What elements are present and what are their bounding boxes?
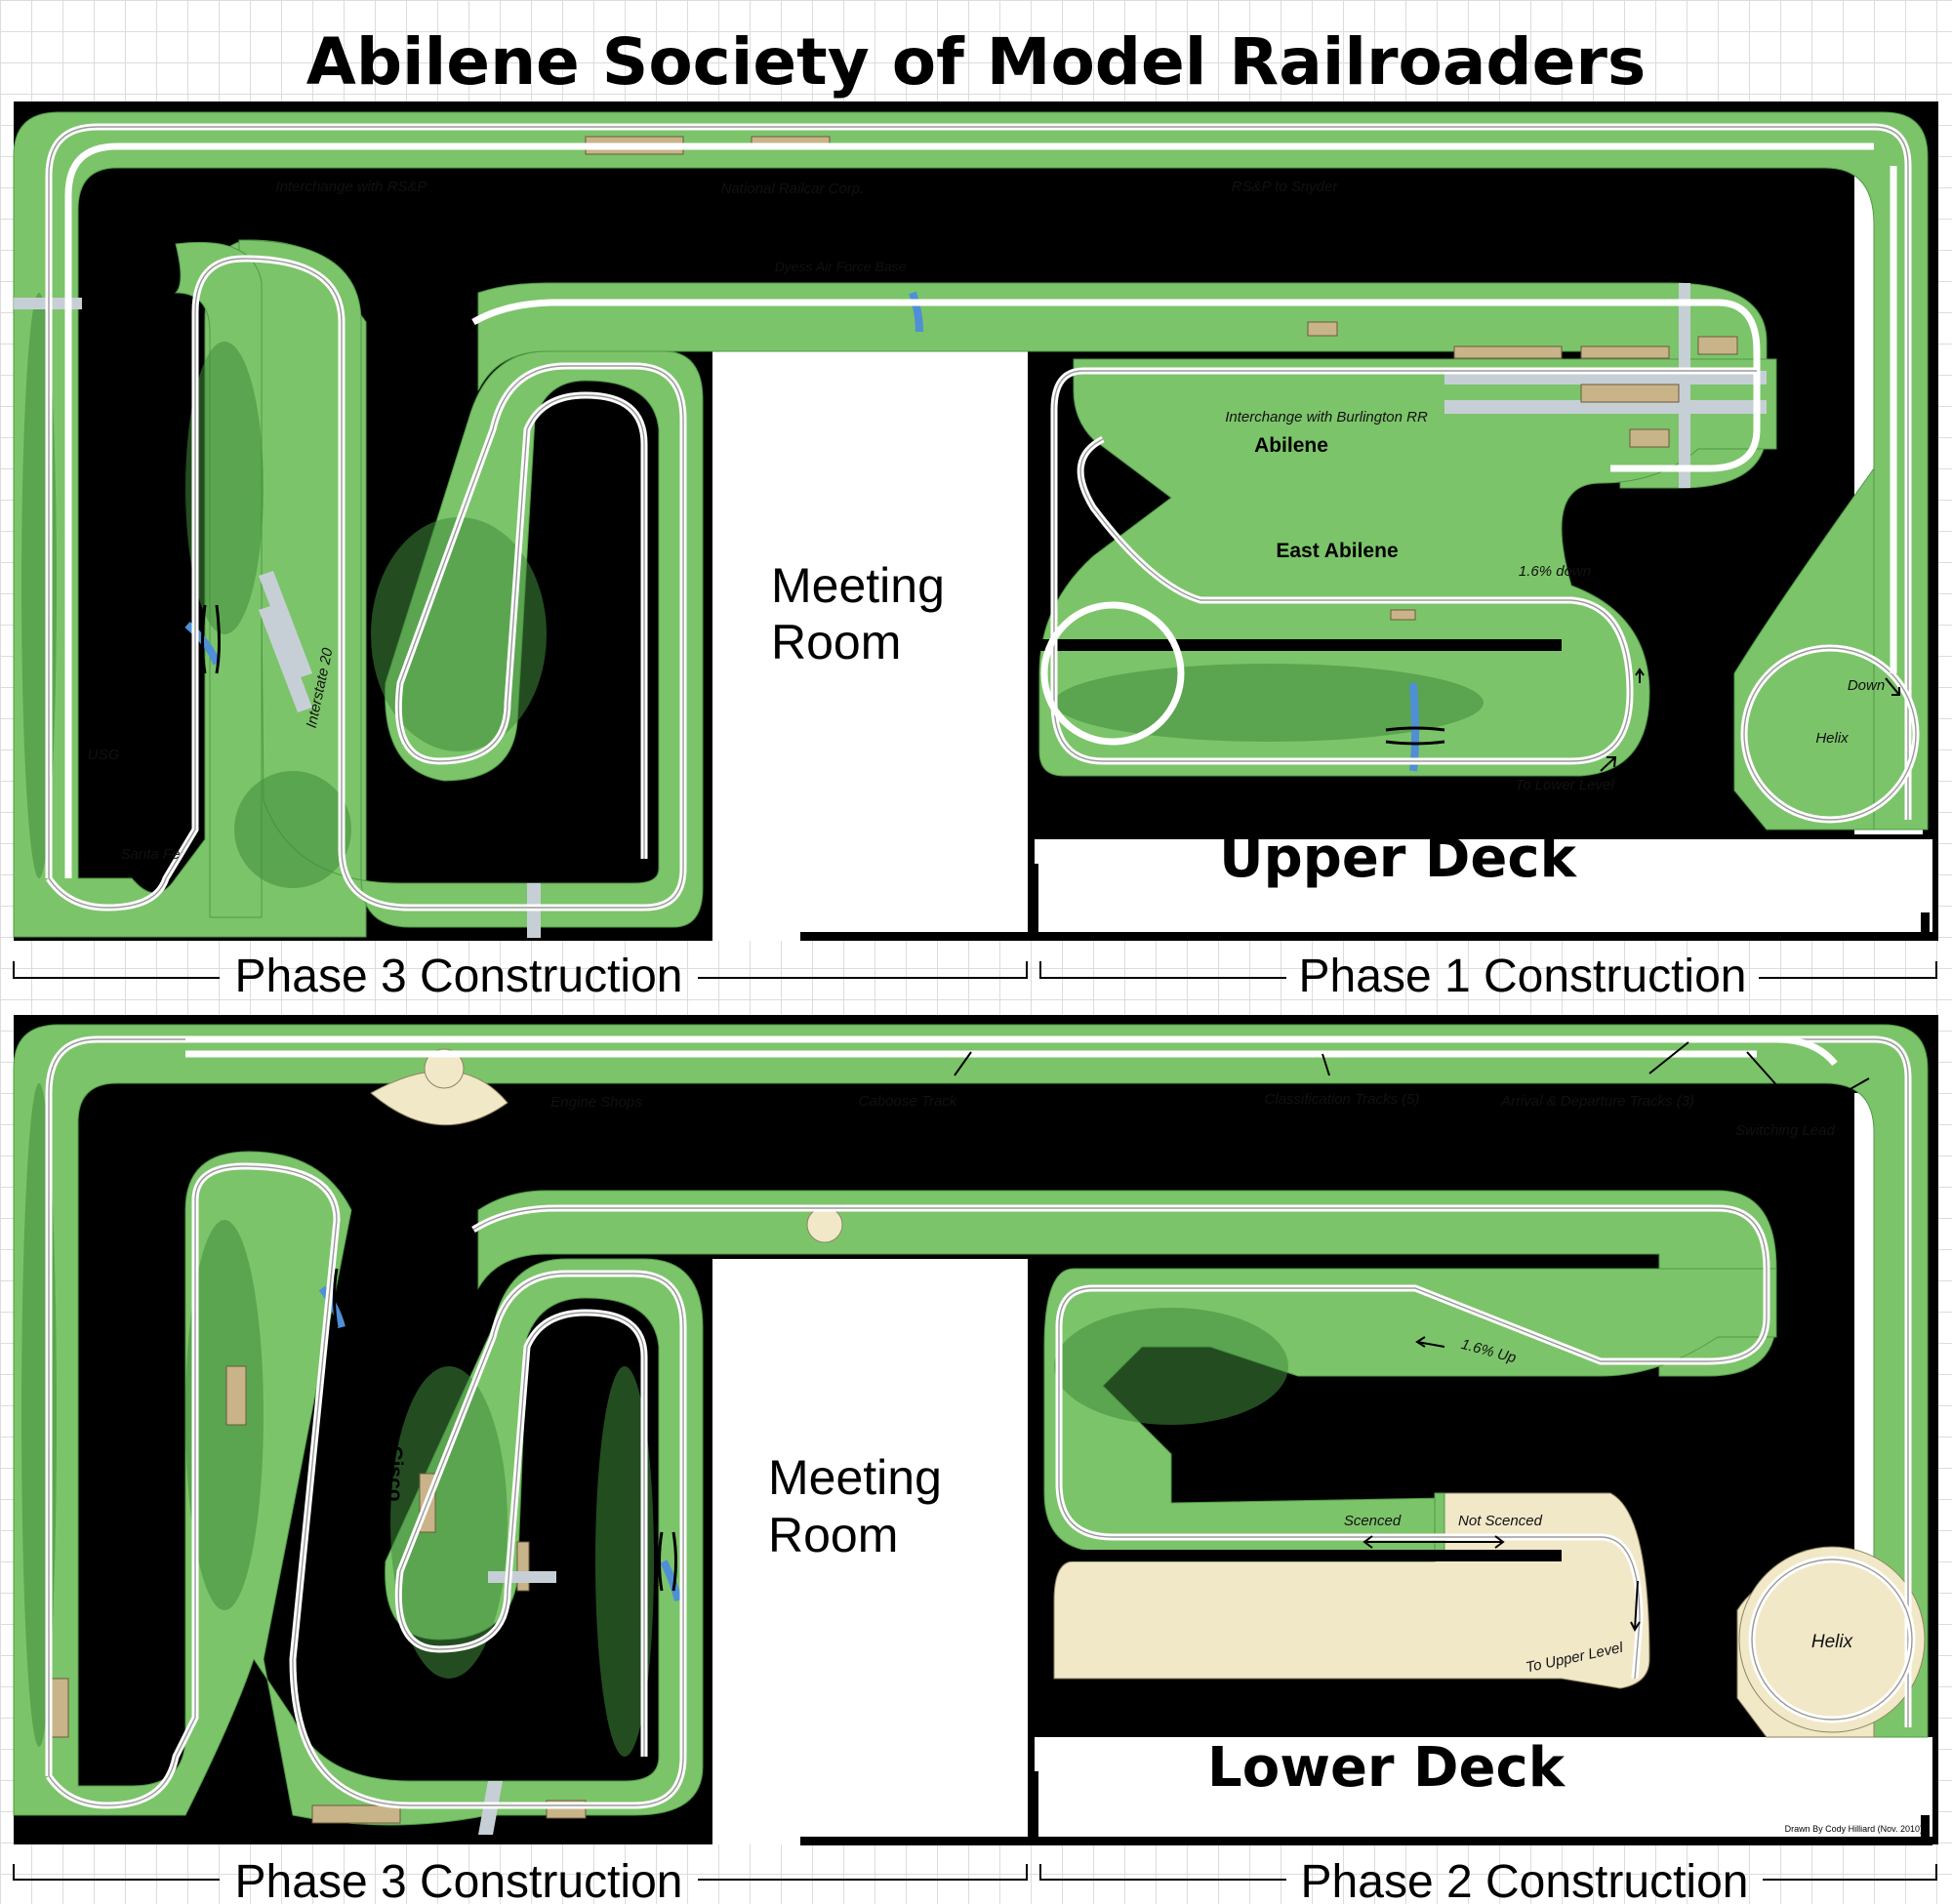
upper-helix-arrow (1885, 677, 1900, 696)
upper-aisle-opening (1035, 839, 1932, 941)
lower-deck-label: Lower Deck (1207, 1736, 1566, 1800)
upper-meeting-room-area (712, 348, 1028, 941)
upper-track-network (45, 123, 1920, 911)
lower-right-wall-end (1921, 1815, 1930, 1844)
upper-label-tye: Tye (604, 252, 638, 274)
upper-label-dyess: Dyess Air Force Base (775, 259, 907, 274)
upper-creek-clyde (1409, 682, 1419, 772)
lower-label-cisco: Cisco (384, 1445, 406, 1501)
upper-label-roscoe: Roscoe (519, 180, 593, 202)
lower-aisle-opening (1035, 1737, 1932, 1844)
lower-phase-left-bracket (13, 1864, 1028, 1881)
upper-bottom-wall (800, 932, 1932, 941)
upper-label-usg: USG (88, 747, 120, 763)
lower-label-engine-shops: Engine Shops (550, 1094, 642, 1111)
lower-label-scenced: Scenced (1344, 1513, 1402, 1529)
upper-bridge-clyde (1385, 726, 1445, 746)
lower-creek-eastland (660, 1560, 682, 1601)
upper-phase-right: Phase 1 Construction (1299, 951, 1747, 1002)
lower-label-classification: Classification Tracks (5) (1265, 1091, 1420, 1108)
upper-label-helix: Helix (1815, 730, 1849, 747)
upper-label-down: Down (1848, 677, 1885, 694)
lower-road-cisco (488, 1571, 556, 1583)
upper-clyde-divider (1035, 639, 1562, 651)
lower-label-thurber: Thurber (165, 1417, 187, 1494)
upper-bridge-west (201, 604, 221, 674)
lower-label-helix: Helix (1811, 1632, 1854, 1652)
upper-label-to-lower: To Lower Level (1515, 777, 1614, 793)
lower-helix-disc (1738, 1546, 1926, 1733)
lower-label-caboose-track: Caboose Track (859, 1093, 958, 1110)
upper-label-downtown-2: Abilene (1612, 510, 1687, 533)
lower-label-arrival-departure: Arrival & Departure Tracks (3) (1500, 1093, 1694, 1110)
upper-label-downtown-1: Downtown (1612, 485, 1716, 507)
upper-grade-arrow (1600, 575, 1631, 590)
lower-phase-left: Phase 3 Construction (235, 1856, 683, 1904)
upper-label-abilene: Abilene (1254, 434, 1328, 457)
lower-label-weatherford: Weatherford (78, 1618, 101, 1738)
upper-right-wall-end (1921, 912, 1930, 940)
upper-label-west-abilene: West Abilene (1197, 256, 1324, 278)
upper-label-staging-yard: Staging Yard (1633, 182, 1758, 204)
upper-door-jamb (1030, 864, 1038, 932)
lower-bottom-wall (800, 1837, 1932, 1845)
lower-phase-dividers: Phase 3 Construction Phase 2 Constructio… (13, 1856, 1937, 1904)
lower-deck: Meeting Room Lower Deck Engine Shops Cab… (13, 1015, 1938, 1845)
upper-phase-left-bracket (13, 961, 1028, 979)
lower-label-not-scenced: Not Scenced (1458, 1513, 1543, 1529)
upper-label-interchange-rsp: Interchange with RS&P (275, 179, 427, 195)
lower-phase-right-bracket (1039, 1864, 1937, 1881)
lower-engine-shops (48, 1048, 843, 1824)
upper-label-trent: Trent (356, 273, 406, 296)
upper-meeting-room-line1: Meeting (771, 558, 945, 613)
upper-label-sweetwater: Sweetwater (91, 426, 113, 540)
lower-phase-right: Phase 2 Construction (1301, 1856, 1749, 1904)
lower-meeting-room-line1: Meeting (768, 1450, 942, 1505)
lower-grade-arrow (1415, 1336, 1445, 1348)
lower-label-eastland: Eastland (550, 1445, 573, 1531)
upper-meeting-room-line2: Room (771, 615, 901, 669)
upper-deck-label: Upper Deck (1219, 827, 1577, 890)
upper-phase-dividers: Phase 3 Construction Phase 1 Constructio… (13, 951, 1937, 1002)
page-title: Abilene Society of Model Railroaders (306, 24, 1647, 100)
upper-clyde-arrow (1635, 668, 1645, 683)
upper-deck: Meeting Room Upper Deck Interchange with… (13, 101, 1938, 941)
upper-label-national-railcar: National Railcar Corp. (721, 181, 865, 197)
lower-tree-texture (21, 1083, 1288, 1757)
upper-label-santa-fe: Santa Fe (121, 846, 181, 863)
lower-pointer-lines (333, 1041, 1870, 1633)
lower-credit: Drawn By Cody Hilliard (Nov. 2010) (1785, 1824, 1923, 1834)
lower-scenced-arrow (1362, 1535, 1505, 1549)
upper-creek-dyess (909, 291, 923, 333)
lower-meeting-room-line2: Room (768, 1508, 898, 1562)
upper-label-tacific: Tacific (123, 815, 186, 837)
upper-label-rsp-snyder: RS&P to Snyder (1232, 179, 1339, 195)
upper-label-merkel: Merkel (575, 771, 640, 793)
lower-label-ranger: Ranger (395, 1746, 466, 1768)
upper-label-interchange-burlington: Interchange with Burlington RR (1225, 409, 1428, 425)
lower-label-baird: Baird (1317, 1161, 1369, 1184)
upper-label-clyde: Clyde (1652, 620, 1708, 642)
lower-label-dfw-yard: DFW Main Yard (1016, 1088, 1164, 1111)
lower-label-switching-lead: Switching Lead (1735, 1122, 1835, 1139)
upper-label-grade-down: 1.6% down (1519, 563, 1591, 580)
upper-creek-west (184, 621, 221, 666)
lower-divider (1054, 1550, 1562, 1561)
lower-meeting-room-area (712, 1259, 1028, 1844)
upper-phase-left: Phase 3 Construction (235, 951, 683, 1002)
upper-label-east-abilene: East Abilene (1276, 540, 1398, 562)
upper-phase-right-bracket (1039, 961, 1937, 979)
upper-to-lower-arrow (1600, 756, 1617, 772)
lower-door-jamb (1030, 1771, 1038, 1838)
lower-track-network (45, 1035, 1916, 1809)
